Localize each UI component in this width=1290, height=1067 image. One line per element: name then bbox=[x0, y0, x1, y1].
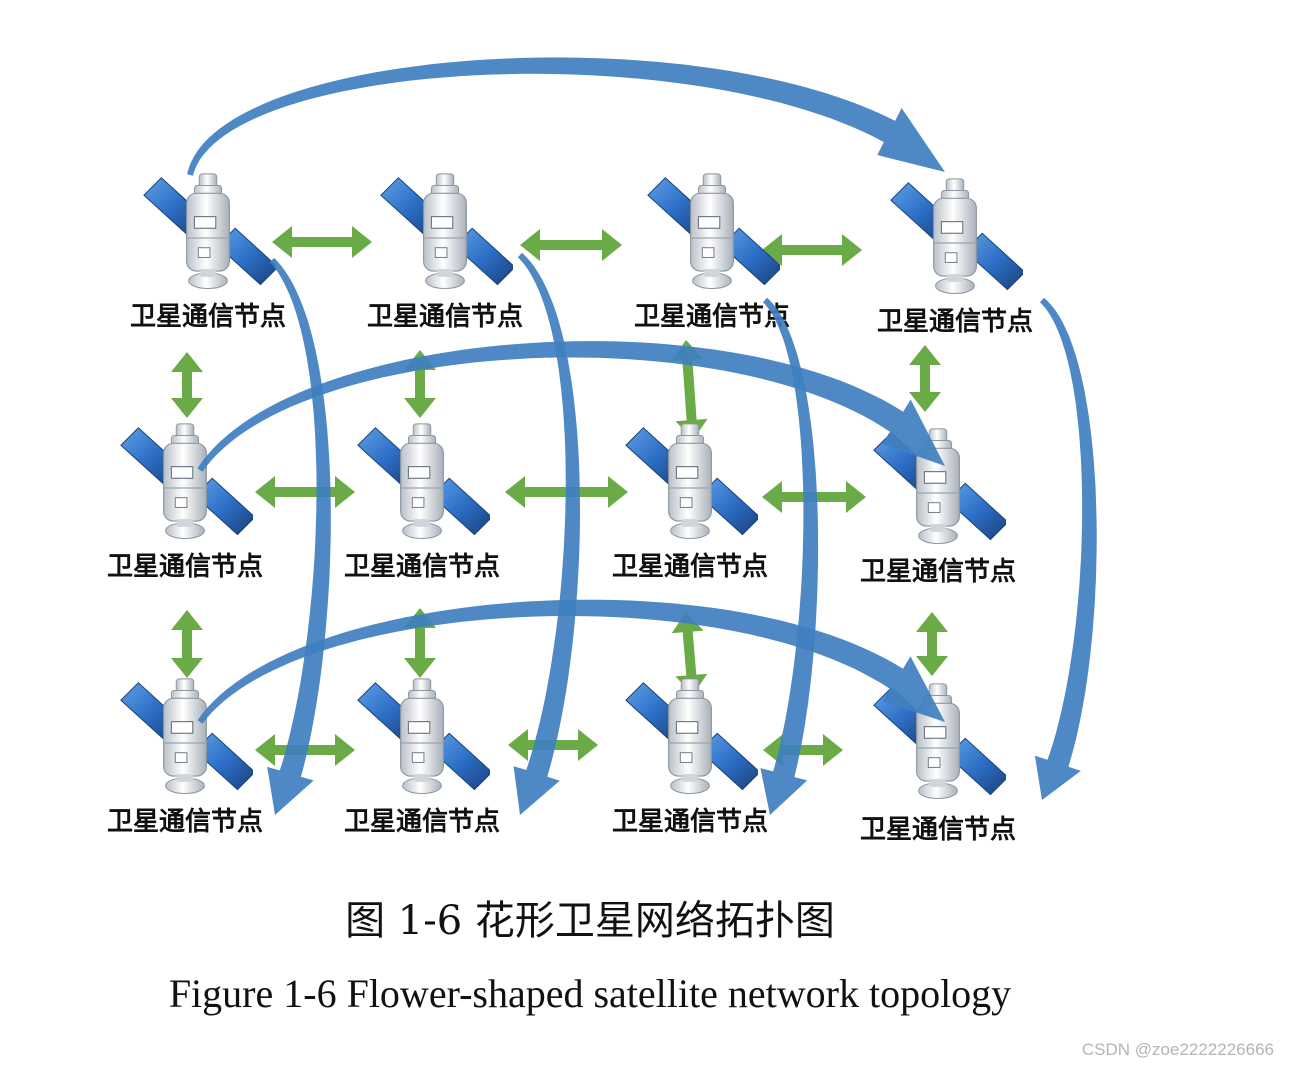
satellite-icon bbox=[625, 678, 758, 795]
node-label: 卫星通信节点 bbox=[860, 556, 1016, 587]
node-label: 卫星通信节点 bbox=[344, 551, 500, 582]
node-label: 卫星通信节点 bbox=[634, 301, 790, 332]
bidirectional-arrow-icon bbox=[909, 345, 941, 412]
orbit-arrows bbox=[187, 57, 946, 176]
curved-arrow-icon bbox=[513, 252, 580, 816]
satellite-node: 卫星通信节点 bbox=[634, 173, 790, 332]
satellite-icon bbox=[120, 423, 253, 540]
curved-arrow-icon bbox=[197, 599, 946, 724]
node-label: 卫星通信节点 bbox=[130, 301, 286, 332]
node-label: 卫星通信节点 bbox=[107, 806, 263, 837]
node-label: 卫星通信节点 bbox=[107, 551, 263, 582]
figure-caption-chinese: 图 1-6 花形卫星网络拓扑图 bbox=[345, 898, 835, 944]
node-label: 卫星通信节点 bbox=[877, 306, 1033, 337]
node-label: 卫星通信节点 bbox=[860, 814, 1016, 845]
bidirectional-arrow-icon bbox=[171, 610, 203, 678]
bidirectional-arrow-icon bbox=[916, 612, 948, 676]
satellite-icon bbox=[357, 678, 490, 795]
curved-arrow-icon bbox=[187, 57, 946, 176]
node-label: 卫星通信节点 bbox=[612, 551, 768, 582]
bidirectional-arrow-icon bbox=[763, 734, 843, 766]
bidirectional-arrow-icon bbox=[671, 612, 708, 695]
satellite-icon bbox=[143, 173, 276, 290]
satellite-icon bbox=[647, 173, 780, 290]
satellite-node: 卫星通信节点 bbox=[877, 178, 1033, 337]
node-label: 卫星通信节点 bbox=[367, 301, 523, 332]
bidirectional-arrow-icon bbox=[762, 234, 862, 266]
satellite-icon bbox=[357, 423, 490, 540]
node-label: 卫星通信节点 bbox=[344, 806, 500, 837]
curved-arrow-icon bbox=[760, 297, 819, 815]
curved-arrow-icon bbox=[267, 257, 331, 815]
bidirectional-arrow-icon bbox=[520, 229, 622, 261]
satellite-node: 卫星通信节点 bbox=[612, 678, 768, 837]
satellite-node: 卫星通信节点 bbox=[344, 423, 500, 582]
satellite-icon bbox=[890, 178, 1023, 295]
satellite-node: 卫星通信节点 bbox=[130, 173, 286, 332]
watermark: CSDN @zoe2222226666 bbox=[1081, 1040, 1274, 1059]
satellite-icon bbox=[380, 173, 513, 290]
bidirectional-arrow-icon bbox=[671, 340, 708, 440]
satellite-nodes: 卫星通信节点卫星通信节点卫星通信节点卫星通信节点卫星通信节点卫星通信节点卫星通信… bbox=[107, 173, 1033, 845]
satellite-node: 卫星通信节点 bbox=[107, 423, 263, 582]
satellite-node: 卫星通信节点 bbox=[367, 173, 523, 332]
curved-arrow-icon bbox=[1034, 297, 1097, 800]
satellite-icon bbox=[625, 423, 758, 540]
satellite-icon bbox=[120, 678, 253, 795]
curved-arrow-icon bbox=[197, 341, 945, 472]
satellite-network-diagram: 卫星通信节点卫星通信节点卫星通信节点卫星通信节点卫星通信节点卫星通信节点卫星通信… bbox=[107, 57, 1097, 845]
satellite-node: 卫星通信节点 bbox=[860, 683, 1016, 845]
satellite-node: 卫星通信节点 bbox=[107, 678, 263, 837]
bidirectional-arrow-icon bbox=[171, 352, 203, 418]
bidirectional-arrow-icon bbox=[255, 476, 355, 508]
orbit-arrows-front bbox=[197, 252, 1097, 816]
satellite-node: 卫星通信节点 bbox=[860, 428, 1016, 587]
figure-caption-english: Figure 1-6 Flower-shaped satellite netwo… bbox=[168, 971, 1012, 1016]
bidirectional-arrow-icon bbox=[272, 226, 372, 258]
satellite-node: 卫星通信节点 bbox=[612, 423, 768, 582]
node-label: 卫星通信节点 bbox=[612, 806, 768, 837]
satellite-node: 卫星通信节点 bbox=[344, 678, 500, 837]
